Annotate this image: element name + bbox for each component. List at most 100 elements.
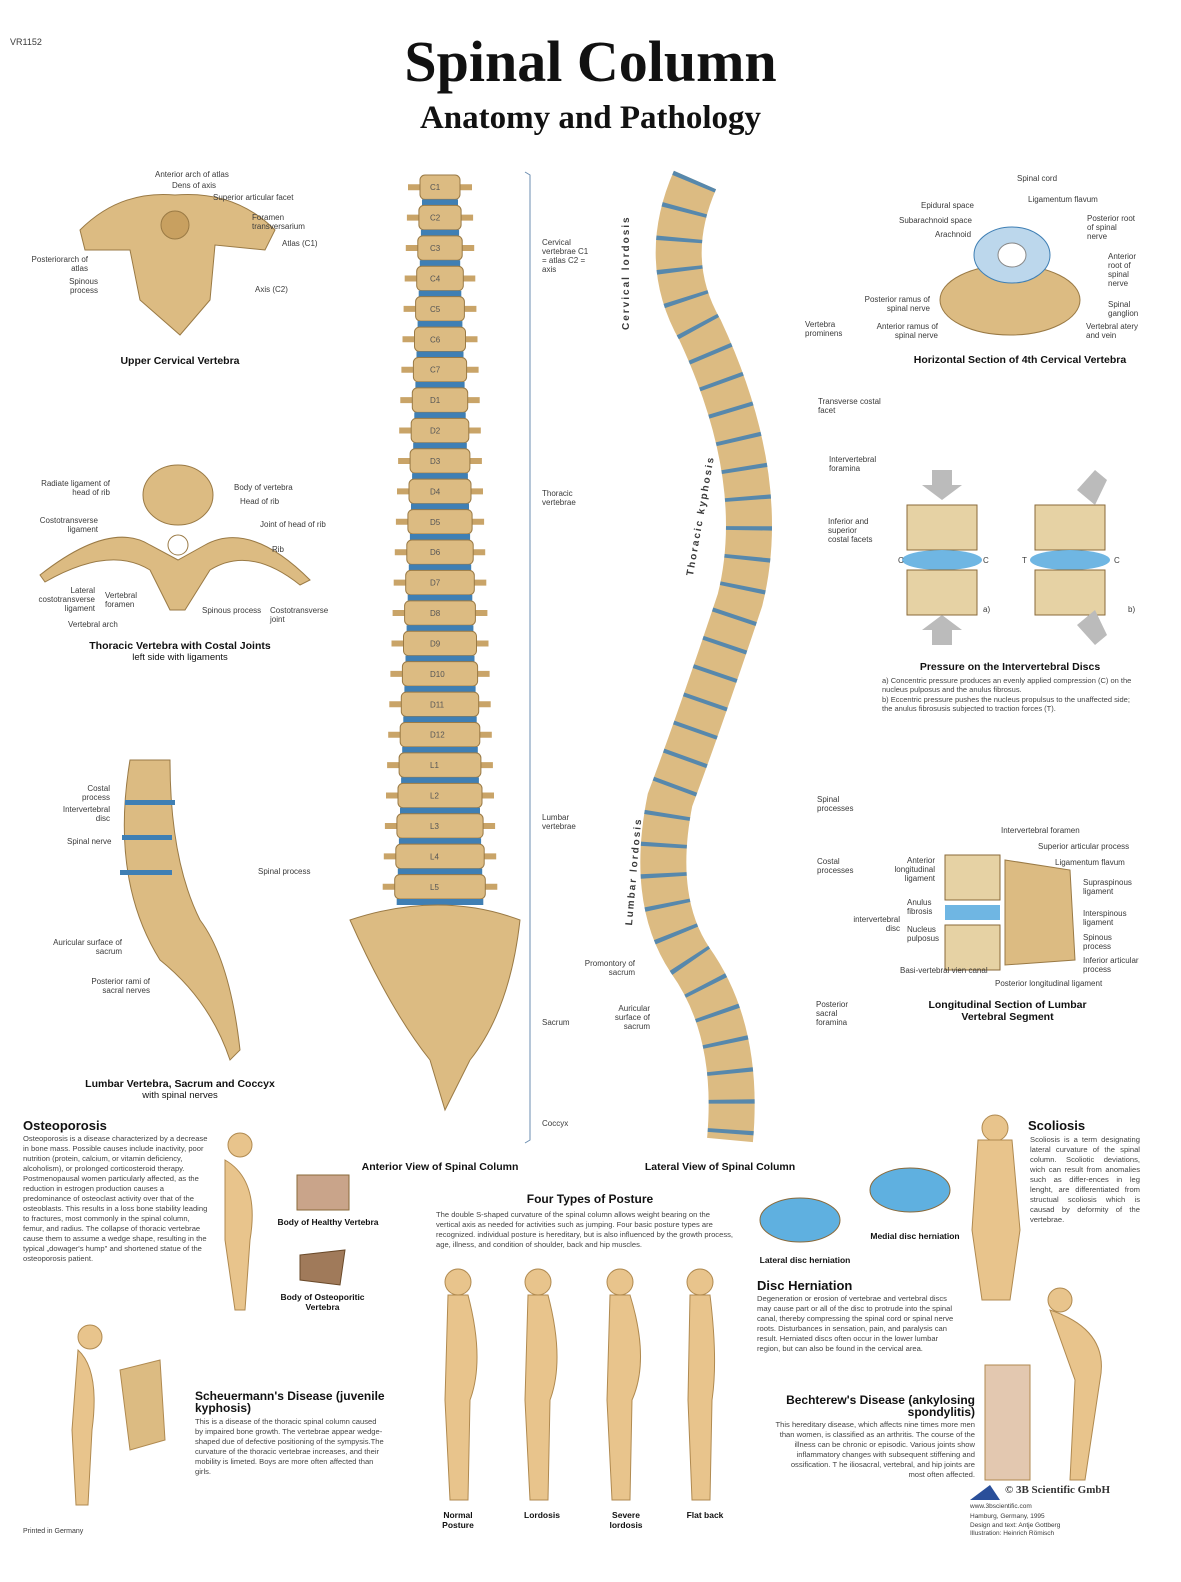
anterior-caption: Anterior View of Spinal Column bbox=[361, 1161, 519, 1173]
intervertebral-disc bbox=[415, 381, 465, 388]
longitudinal-section-illustration bbox=[944, 854, 1076, 971]
label: Interspinous ligament bbox=[1083, 909, 1127, 927]
lateral-caption: Lateral View of Spinal Column bbox=[644, 1161, 796, 1173]
label: Vertebral atery and vein bbox=[1086, 322, 1139, 340]
pressure-mark: C bbox=[898, 556, 904, 565]
osteoporosis-text: Osteoporosis is a disease characterized … bbox=[23, 1134, 208, 1263]
vertebra-label: C2 bbox=[430, 214, 441, 223]
vertebra-label: D4 bbox=[430, 487, 441, 496]
pressure-mark: T bbox=[1022, 556, 1027, 565]
posture-label: Flat back bbox=[686, 1510, 724, 1520]
label: Basi-vertebral vien canal bbox=[900, 966, 988, 975]
horizontal-section-illustration bbox=[939, 226, 1081, 336]
label: intervertebral disc bbox=[853, 915, 900, 933]
caption-title: Thoracic Vertebra with Costal Joints bbox=[89, 640, 271, 652]
label: Anterior ramus of spinal nerve bbox=[876, 322, 938, 340]
label: Posteriorarch of atlas bbox=[31, 255, 88, 273]
label: Dens of axis bbox=[172, 181, 217, 190]
pressure-discs-illustration bbox=[902, 470, 1110, 645]
label: Posterior sacral foramina bbox=[816, 1000, 849, 1027]
vertebra-l1 bbox=[398, 752, 482, 778]
intervertebral-disc bbox=[404, 686, 476, 693]
intervertebral-disc bbox=[411, 503, 469, 510]
page-title: Spinal Column bbox=[404, 29, 777, 94]
label: Intervertebral foramina bbox=[829, 455, 877, 473]
pressure-mark: C bbox=[983, 556, 989, 565]
lumbar-sacrum-illustration bbox=[120, 759, 241, 1061]
intervertebral-disc bbox=[422, 199, 458, 206]
intervertebral-disc bbox=[420, 229, 460, 236]
vertebra-label: D6 bbox=[430, 548, 441, 557]
vertebra-label: D12 bbox=[430, 731, 445, 740]
label: Spinal processes bbox=[817, 795, 854, 813]
label: Body of vertebra bbox=[234, 483, 293, 492]
intervertebral-disc bbox=[412, 473, 468, 480]
pressure-mark: C bbox=[1114, 556, 1120, 565]
intervertebral-disc bbox=[419, 260, 461, 267]
vertebra-label: C3 bbox=[430, 244, 441, 253]
design-credit: Design and text: Antje Gottberg bbox=[970, 1522, 1061, 1529]
region-label: Cervical vertebrae C1 = atlas C2 = axis bbox=[542, 238, 589, 274]
label: Spinous process bbox=[1083, 933, 1112, 951]
region-label: Lumbar vertebrae bbox=[542, 813, 576, 831]
intervertebral-disc bbox=[409, 534, 471, 540]
label: Inferior articular process bbox=[1083, 956, 1139, 974]
vertebra-label: L5 bbox=[430, 883, 439, 892]
medial-herniation-caption: Medial disc herniation bbox=[870, 1231, 960, 1241]
label: Spinal cord bbox=[1017, 174, 1058, 183]
vertebra-label: C6 bbox=[430, 335, 441, 344]
intervertebral-disc bbox=[408, 564, 472, 571]
label: Ligamentum flavum bbox=[1055, 858, 1125, 867]
vertebra-label: D10 bbox=[430, 670, 445, 679]
label: Auricular surface of sacrum bbox=[614, 1004, 650, 1031]
intervertebral-disc bbox=[413, 442, 467, 449]
label: Inferior and superior costal facets bbox=[828, 517, 873, 544]
pressure-text-b: b) Eccentric pressure pushes the nucleus… bbox=[882, 695, 1130, 713]
label: Costotransverse joint bbox=[270, 606, 329, 624]
vertebra-d1 bbox=[411, 387, 469, 413]
vertebra-label: C7 bbox=[430, 366, 441, 375]
region-bracket bbox=[524, 171, 531, 1144]
vertebra-label: D8 bbox=[430, 609, 441, 618]
label: Spinal nerve bbox=[67, 837, 112, 846]
vertebra-l4 bbox=[395, 843, 485, 870]
label: Anterior root of spinal nerve bbox=[1108, 252, 1137, 288]
vertebra-l3 bbox=[396, 813, 484, 839]
label: Posterior ramus of spinal nerve bbox=[864, 295, 930, 313]
label: Costotransverse ligament bbox=[39, 516, 98, 534]
bechterew-text: This hereditary disease, which affects n… bbox=[775, 1420, 976, 1479]
caption-sub: with spinal nerves bbox=[142, 1090, 218, 1101]
label: Arachnoid bbox=[935, 230, 972, 239]
label: Vertebra prominens bbox=[805, 320, 843, 338]
label: Spinal ganglion bbox=[1108, 300, 1139, 318]
label: Radiate ligament of head of rib bbox=[41, 479, 110, 497]
lateral-spine-illustration bbox=[640, 170, 772, 1143]
label: Superior articular facet bbox=[213, 193, 294, 202]
region-label: Coccyx bbox=[542, 1119, 569, 1128]
vertebra-d4 bbox=[408, 478, 472, 505]
vertebra-l5 bbox=[394, 874, 486, 900]
upper-cervical-caption: Upper Cervical Vertebra bbox=[120, 355, 240, 367]
scoliosis-text: Scoliosis is a term designating lateral … bbox=[1030, 1135, 1140, 1224]
label: Transverse costal facet bbox=[818, 397, 881, 415]
osteoporosis-title: Osteoporosis bbox=[23, 1118, 107, 1133]
label: Nucleus pulposus bbox=[907, 925, 940, 943]
poster-code: VR1152 bbox=[10, 37, 42, 47]
healthy-vertebra-caption: Body of Healthy Vertebra bbox=[277, 1217, 379, 1227]
label: Costal processes bbox=[817, 857, 854, 875]
label: Head of rib bbox=[240, 497, 280, 506]
intervertebral-disc bbox=[403, 716, 477, 723]
label: Spinal process bbox=[258, 867, 311, 876]
label: Subarachnoid space bbox=[899, 216, 972, 225]
printed-in: Printed in Germany bbox=[23, 1528, 84, 1535]
region-label: Sacrum bbox=[542, 1018, 570, 1027]
vertebra-label: D11 bbox=[430, 700, 445, 709]
medial-herniation-illustration bbox=[869, 1167, 951, 1213]
disc-herniation-text: Degeneration or erosion of vertebrae and… bbox=[757, 1294, 954, 1353]
label: Spinous process bbox=[69, 277, 98, 295]
intervertebral-disc bbox=[402, 746, 478, 753]
disc-herniation-title: Disc Herniation bbox=[757, 1278, 853, 1293]
website: www.3bscientific.com bbox=[970, 1503, 1032, 1510]
label: Vertebral arch bbox=[68, 620, 118, 629]
label: Intervertebral disc bbox=[62, 805, 110, 823]
